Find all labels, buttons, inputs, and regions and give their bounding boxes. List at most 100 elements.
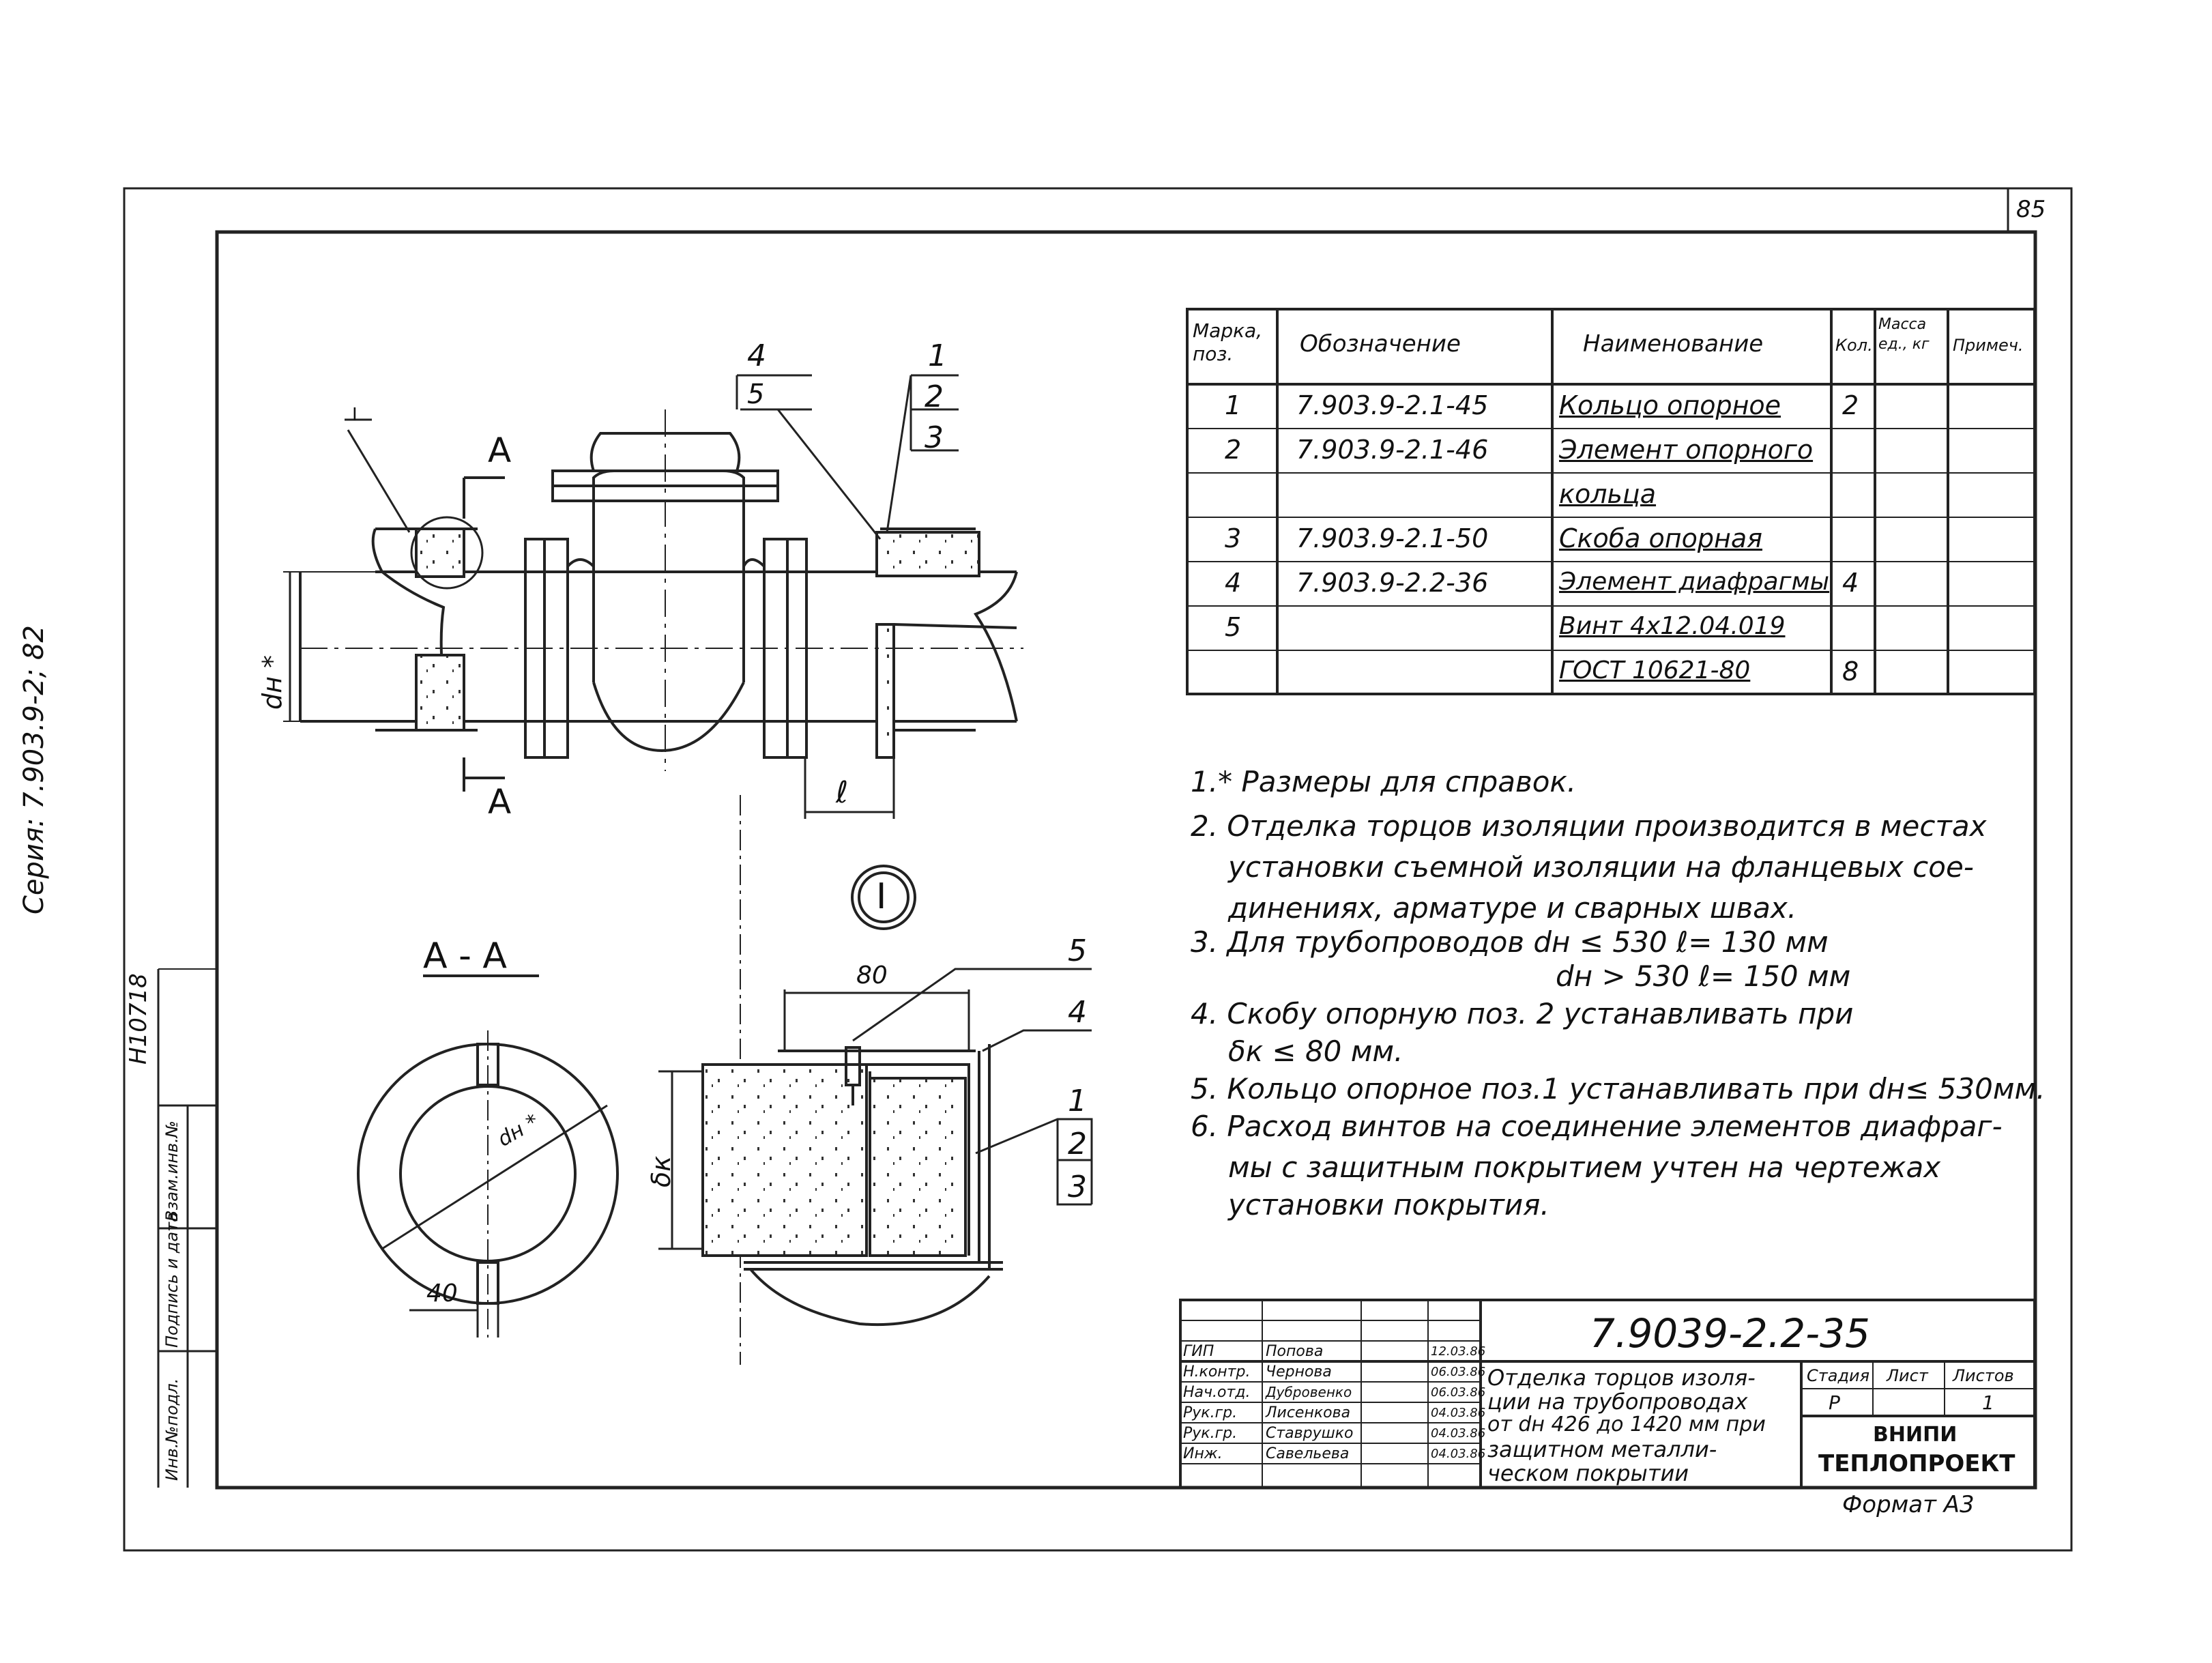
- callout-5: 5: [747, 379, 765, 410]
- spec-row-5-qty: 4: [1842, 568, 1859, 598]
- date-4: 04.03.86: [1431, 1406, 1486, 1420]
- note-6-line-2: мы с защитным покрытием учтен на чертежа…: [1228, 1151, 1941, 1184]
- spec-row-7-name: ГОСТ 10621-80: [1559, 656, 1751, 684]
- stamp-sign-label: Подпись и дата: [162, 1212, 181, 1348]
- stage-value: Р: [1829, 1391, 1840, 1414]
- role-5: Рук.гр.: [1183, 1425, 1238, 1442]
- section-marker-top: А: [488, 431, 512, 470]
- detail-callout-2: 2: [1068, 1127, 1087, 1161]
- section-aa-view: [357, 974, 619, 1337]
- spec-row-1-pos: 1: [1225, 390, 1242, 420]
- name-3: Дубровенко: [1266, 1384, 1352, 1400]
- title-block-grid: [1179, 1299, 2036, 1489]
- format-label: Формат А3: [1842, 1491, 1975, 1518]
- spec-row-1-name: Кольцо опорное: [1559, 390, 1781, 420]
- detail-marker: I: [876, 876, 887, 917]
- spec-row-2-name: Элемент опорного: [1559, 435, 1814, 465]
- note-5: 5. Кольцо опорное поз.1 устанавливать пр…: [1191, 1072, 2046, 1105]
- note-4-line-2: δк ≤ 80 мм.: [1228, 1035, 1403, 1068]
- spec-row-5-designation: 7.903.9-2.2-36: [1296, 568, 1489, 598]
- spec-row-1-qty: 2: [1842, 390, 1859, 420]
- sheets-value: 1: [1982, 1391, 1994, 1414]
- role-1: ГИП: [1183, 1343, 1214, 1360]
- spec-table-grid: [1186, 308, 2036, 695]
- sheet-header: Лист: [1887, 1366, 1928, 1385]
- spec-header-qty: Кол.: [1835, 336, 1873, 355]
- spec-row-2-pos: 2: [1225, 435, 1242, 465]
- detail-callout-3: 3: [1068, 1170, 1087, 1204]
- stamp-inv-label: Инв.№подл.: [162, 1378, 181, 1481]
- note-3: 3. Для трубопроводов dн ≤ 530 ℓ= 130 мм: [1191, 925, 1829, 959]
- main-diameter-label: dн *: [257, 654, 287, 710]
- name-5: Ставрушко: [1266, 1425, 1354, 1442]
- spec-row-4-pos: 3: [1225, 523, 1242, 553]
- spec-row-2-designation: 7.903.9-2.1-46: [1296, 435, 1489, 465]
- spec-header-mass: Масса ед., кг: [1878, 316, 1930, 353]
- title-line-3: от dн 426 до 1420 мм при: [1487, 1413, 1766, 1436]
- note-1: 1.* Размеры для справок.: [1191, 765, 1577, 798]
- spec-row-5-pos: 4: [1225, 568, 1242, 598]
- sheet-frames: [123, 187, 2073, 1552]
- date-3: 06.03.86: [1431, 1385, 1486, 1400]
- detail-view: [658, 795, 1093, 1365]
- note-4: 4. Скобу опорную поз. 2 устанавливать пр…: [1191, 997, 1854, 1030]
- page-number: 85: [2016, 196, 2046, 223]
- note-2: 2. Отделка торцов изоляции производится …: [1191, 809, 1987, 843]
- doc-number: 7.9039-2.2-35: [1590, 1310, 1870, 1357]
- spec-row-5-name: Элемент диафрагмы: [1559, 568, 1830, 596]
- stage-header: Стадия: [1807, 1366, 1870, 1385]
- role-6: Инж.: [1183, 1445, 1223, 1462]
- spec-header-designation: Обозначение: [1300, 330, 1461, 358]
- date-1: 12.03.86: [1431, 1344, 1486, 1359]
- org-line-2: ТЕПЛОПРОЕКТ: [1818, 1450, 2015, 1477]
- note-6-line-3: установки покрытия.: [1228, 1188, 1549, 1221]
- callout-4: 4: [747, 338, 766, 373]
- callout-3: 3: [925, 420, 944, 455]
- main-view: [283, 374, 1023, 819]
- note-2-line-3: динениях, арматуре и сварных швах.: [1228, 891, 1797, 925]
- role-4: Рук.гр.: [1183, 1404, 1238, 1421]
- spec-header-pos-1: Марка, поз.: [1193, 319, 1263, 365]
- spec-row-4-name: Скоба опорная: [1559, 523, 1762, 553]
- name-1: Попова: [1266, 1343, 1324, 1360]
- name-2: Чернова: [1266, 1363, 1332, 1380]
- role-3: Нач.отд.: [1183, 1384, 1251, 1401]
- spec-row-6-pos: 5: [1225, 612, 1242, 642]
- title-line-5: ческом покрытии: [1487, 1460, 1689, 1486]
- section-marker-bottom: А: [488, 782, 512, 822]
- callout-1: 1: [928, 338, 947, 373]
- dim-40: 40: [426, 1279, 458, 1307]
- date-2: 06.03.86: [1431, 1365, 1486, 1379]
- title-line-4: защитном металли-: [1487, 1436, 1717, 1462]
- spec-row-6-name: Винт 4х12.04.019: [1559, 612, 1786, 640]
- note-2-line-2: установки съемной изоляции на фланцевых …: [1228, 850, 1974, 884]
- title-line-2: ции на трубопроводах: [1487, 1389, 1748, 1415]
- spec-row-1-designation: 7.903.9-2.1-45: [1296, 390, 1489, 420]
- note-3-line-2: dн > 530 ℓ= 150 мм: [1556, 959, 1851, 993]
- note-6: 6. Расход винтов на соединение элементов…: [1191, 1110, 2003, 1143]
- series-label: Серия: 7.903.9-2; 82: [18, 625, 50, 914]
- name-4: Лисенкова: [1266, 1404, 1351, 1421]
- detail-marker-main: I: [352, 405, 358, 425]
- main-length-label: ℓ: [836, 775, 849, 810]
- thickness-label: δк: [646, 1155, 676, 1187]
- detail-callout-1: 1: [1068, 1084, 1087, 1118]
- name-6: Савельева: [1266, 1445, 1350, 1462]
- archive-code: Н10718: [125, 973, 152, 1065]
- section-aa-title: А - А: [423, 936, 507, 977]
- detail-callout-5: 5: [1068, 934, 1087, 968]
- spec-row-7-qty: 8: [1842, 656, 1859, 686]
- dim-80: 80: [856, 961, 888, 989]
- spec-row-3-name: кольца: [1559, 479, 1657, 509]
- stamp-replace-label: Взам.инв.№: [162, 1120, 181, 1221]
- spec-header-note: Примеч.: [1953, 336, 2024, 355]
- spec-row-4-designation: 7.903.9-2.1-50: [1296, 523, 1489, 553]
- date-5: 04.03.86: [1431, 1426, 1486, 1441]
- title-line-1: Отделка торцов изоля-: [1487, 1365, 1756, 1391]
- sheets-header: Листов: [1953, 1366, 2014, 1385]
- role-2: Н.контр.: [1183, 1363, 1251, 1380]
- detail-callout-4: 4: [1068, 995, 1087, 1030]
- callout-2: 2: [925, 379, 944, 414]
